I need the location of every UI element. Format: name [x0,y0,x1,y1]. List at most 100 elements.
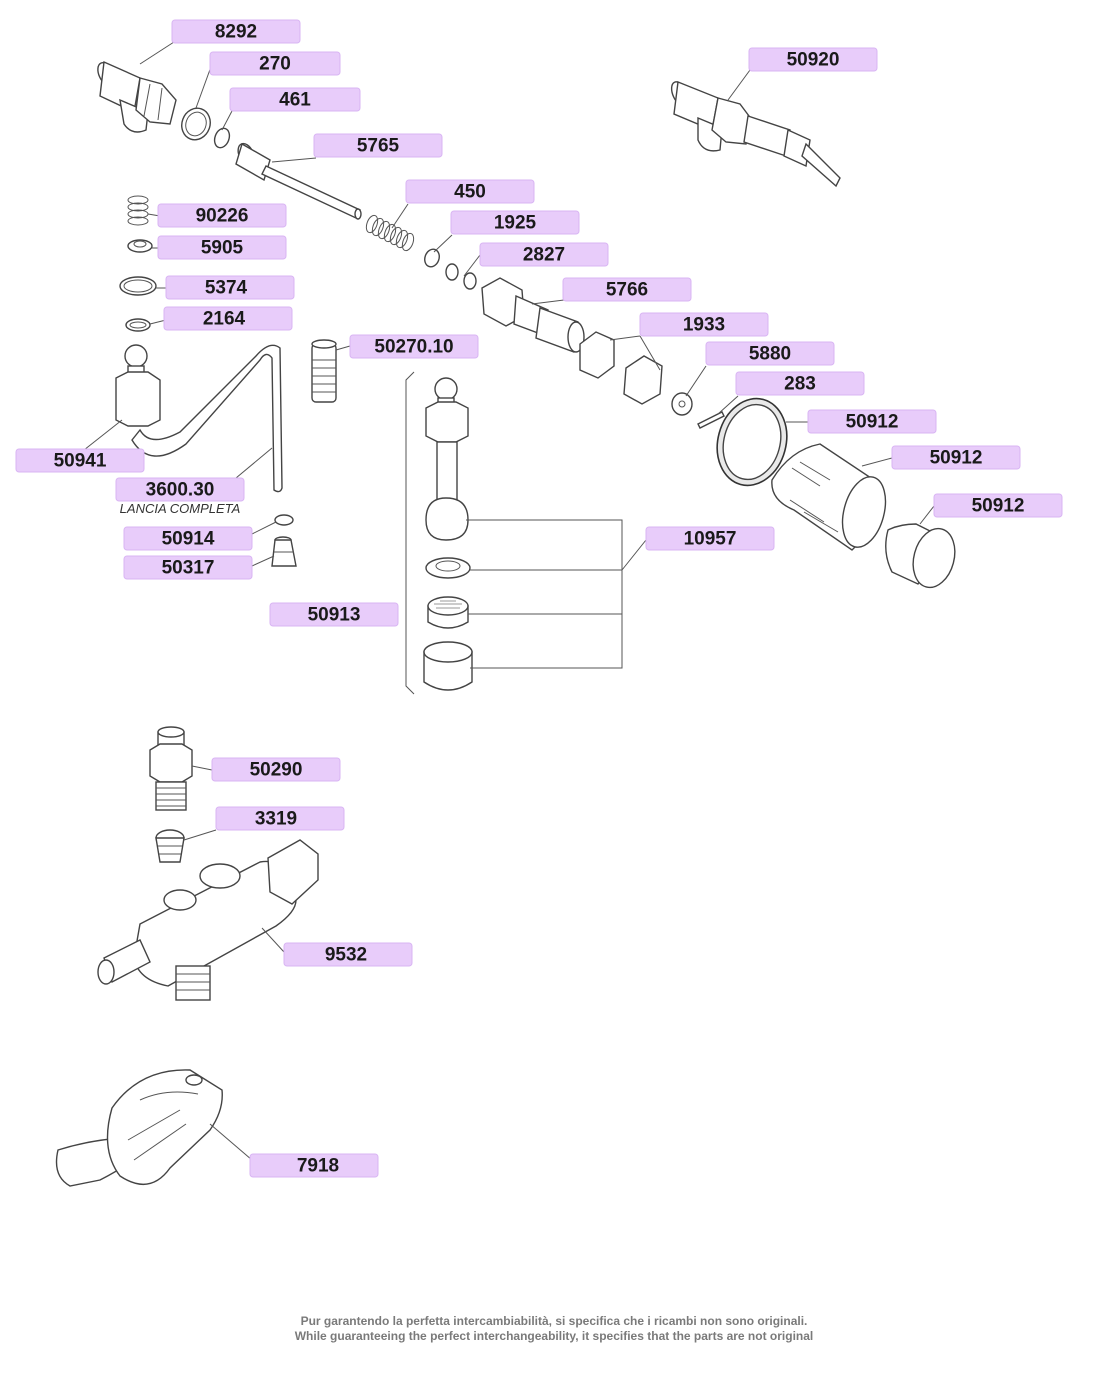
part-461-oring [213,127,231,149]
part-5905-cap [127,239,153,253]
part-450-spring [365,214,415,252]
part-5766-valve-body [481,277,585,353]
tag-50270: 50270.10 [349,334,479,359]
part-50914-oring [274,514,294,526]
part-283-pin [697,411,725,429]
tag-270: 270 [209,51,341,76]
part-50270-sleeve [311,339,337,403]
tag-3600: 3600.30 [115,477,245,502]
part-90226-spring [127,195,149,226]
part-50912-ring-inner [722,403,782,481]
tag-5374: 5374 [165,275,295,300]
part-50941-lance-drawing [115,344,283,493]
tag-283-text: 283 [784,374,816,395]
tag-2164-text: 2164 [203,309,246,330]
tag-450-text: 450 [454,182,486,203]
tag-50920: 50920 [748,47,878,72]
part-50912-cap [885,523,956,589]
part-270-washer-inner [185,111,207,137]
part-2164-oring-inner [129,321,147,329]
tag-50912-b-text: 50912 [930,448,983,469]
tag-50912-c-text: 50912 [972,496,1025,517]
tag-50290-text: 50290 [250,760,303,781]
tag-50270-text: 50270.10 [374,337,453,358]
part-5880-hole [678,400,686,408]
tag-1933: 1933 [639,312,769,337]
part-2827-ring-b [463,272,477,290]
part-2164-oring [125,318,151,332]
part-50920-drawing [670,81,841,188]
part-1933-nut-a [579,331,615,379]
tag-50914: 50914 [123,526,253,551]
part-1925-ring [424,248,440,268]
tag-50912-a-text: 50912 [846,412,899,433]
part-1933-nut-b [623,355,663,405]
lance-caption: LANCIA COMPLETA [120,501,241,516]
tag-3600-text: 3600.30 [146,480,215,501]
tag-50941-text: 50941 [54,451,107,472]
part-10957-drawing [423,557,473,691]
part-50913-nozzle-drawing [425,377,469,541]
part-50317-nozzle [271,536,297,567]
tag-5765-text: 5765 [357,136,400,157]
tag-2827-text: 2827 [523,245,565,266]
tag-50913-text: 50913 [308,605,361,626]
part-7918-drawing [55,1069,223,1187]
tag-1925-text: 1925 [494,213,537,234]
tag-9532: 9532 [283,942,413,967]
tag-1925: 1925 [450,210,580,235]
tag-50317-text: 50317 [162,558,215,579]
part-5880-washer [671,392,693,416]
part-5374-oring-inner [123,279,153,293]
tag-2164: 2164 [163,306,293,331]
tag-50913: 50913 [269,602,399,627]
part-50290-drawing [149,726,193,811]
footer-disclaimer-italian: Pur garantendo la perfetta intercambiabi… [300,1314,808,1328]
tag-90226: 90226 [157,203,287,228]
part-5765-rod [235,142,362,220]
tag-450: 450 [405,179,535,204]
tag-50912-c: 50912 [933,493,1063,518]
part-50912-sleeve [771,443,887,551]
tag-10957: 10957 [645,526,775,551]
tag-7918: 7918 [249,1153,379,1178]
tag-461-text: 461 [279,90,311,111]
tag-50912-a: 50912 [807,409,937,434]
tag-7918-text: 7918 [297,1156,339,1177]
leader-lines [83,41,935,1161]
bracket-50913 [405,371,415,695]
footer-disclaimer-english: While guaranteeing the perfect interchan… [294,1329,814,1343]
tag-50920-text: 50920 [787,50,840,71]
tag-8292: 8292 [171,19,301,44]
bracket-10957 [466,519,647,669]
tag-3319: 3319 [215,806,345,831]
tag-50290: 50290 [211,757,341,782]
part-9532-drawing [97,839,319,1001]
tag-5765: 5765 [313,133,443,158]
tag-5905: 5905 [157,235,287,260]
tag-8292-text: 8292 [215,22,257,43]
tag-5880-text: 5880 [749,344,791,365]
tag-1933-text: 1933 [683,315,725,336]
tag-5905-text: 5905 [201,238,244,259]
tag-9532-text: 9532 [325,945,367,966]
part-8292-drawing [97,60,177,133]
tag-5766: 5766 [562,277,692,302]
tag-5374-text: 5374 [205,278,248,299]
tag-50317: 50317 [123,555,253,580]
tag-283: 283 [735,371,865,396]
tag-3319-text: 3319 [255,809,297,830]
tag-10957-text: 10957 [684,529,737,550]
tag-5766-text: 5766 [606,280,648,301]
part-3319-drawing [155,829,185,863]
tag-2827: 2827 [479,242,609,267]
tag-50914-text: 50914 [162,529,215,550]
tag-50941: 50941 [15,448,145,473]
tag-50912-b: 50912 [891,445,1021,470]
part-2827-ring-a [445,263,459,281]
tag-5880: 5880 [705,341,835,366]
part-270-washer [181,107,211,141]
tag-270-text: 270 [259,54,291,75]
tag-90226-text: 90226 [196,206,249,227]
